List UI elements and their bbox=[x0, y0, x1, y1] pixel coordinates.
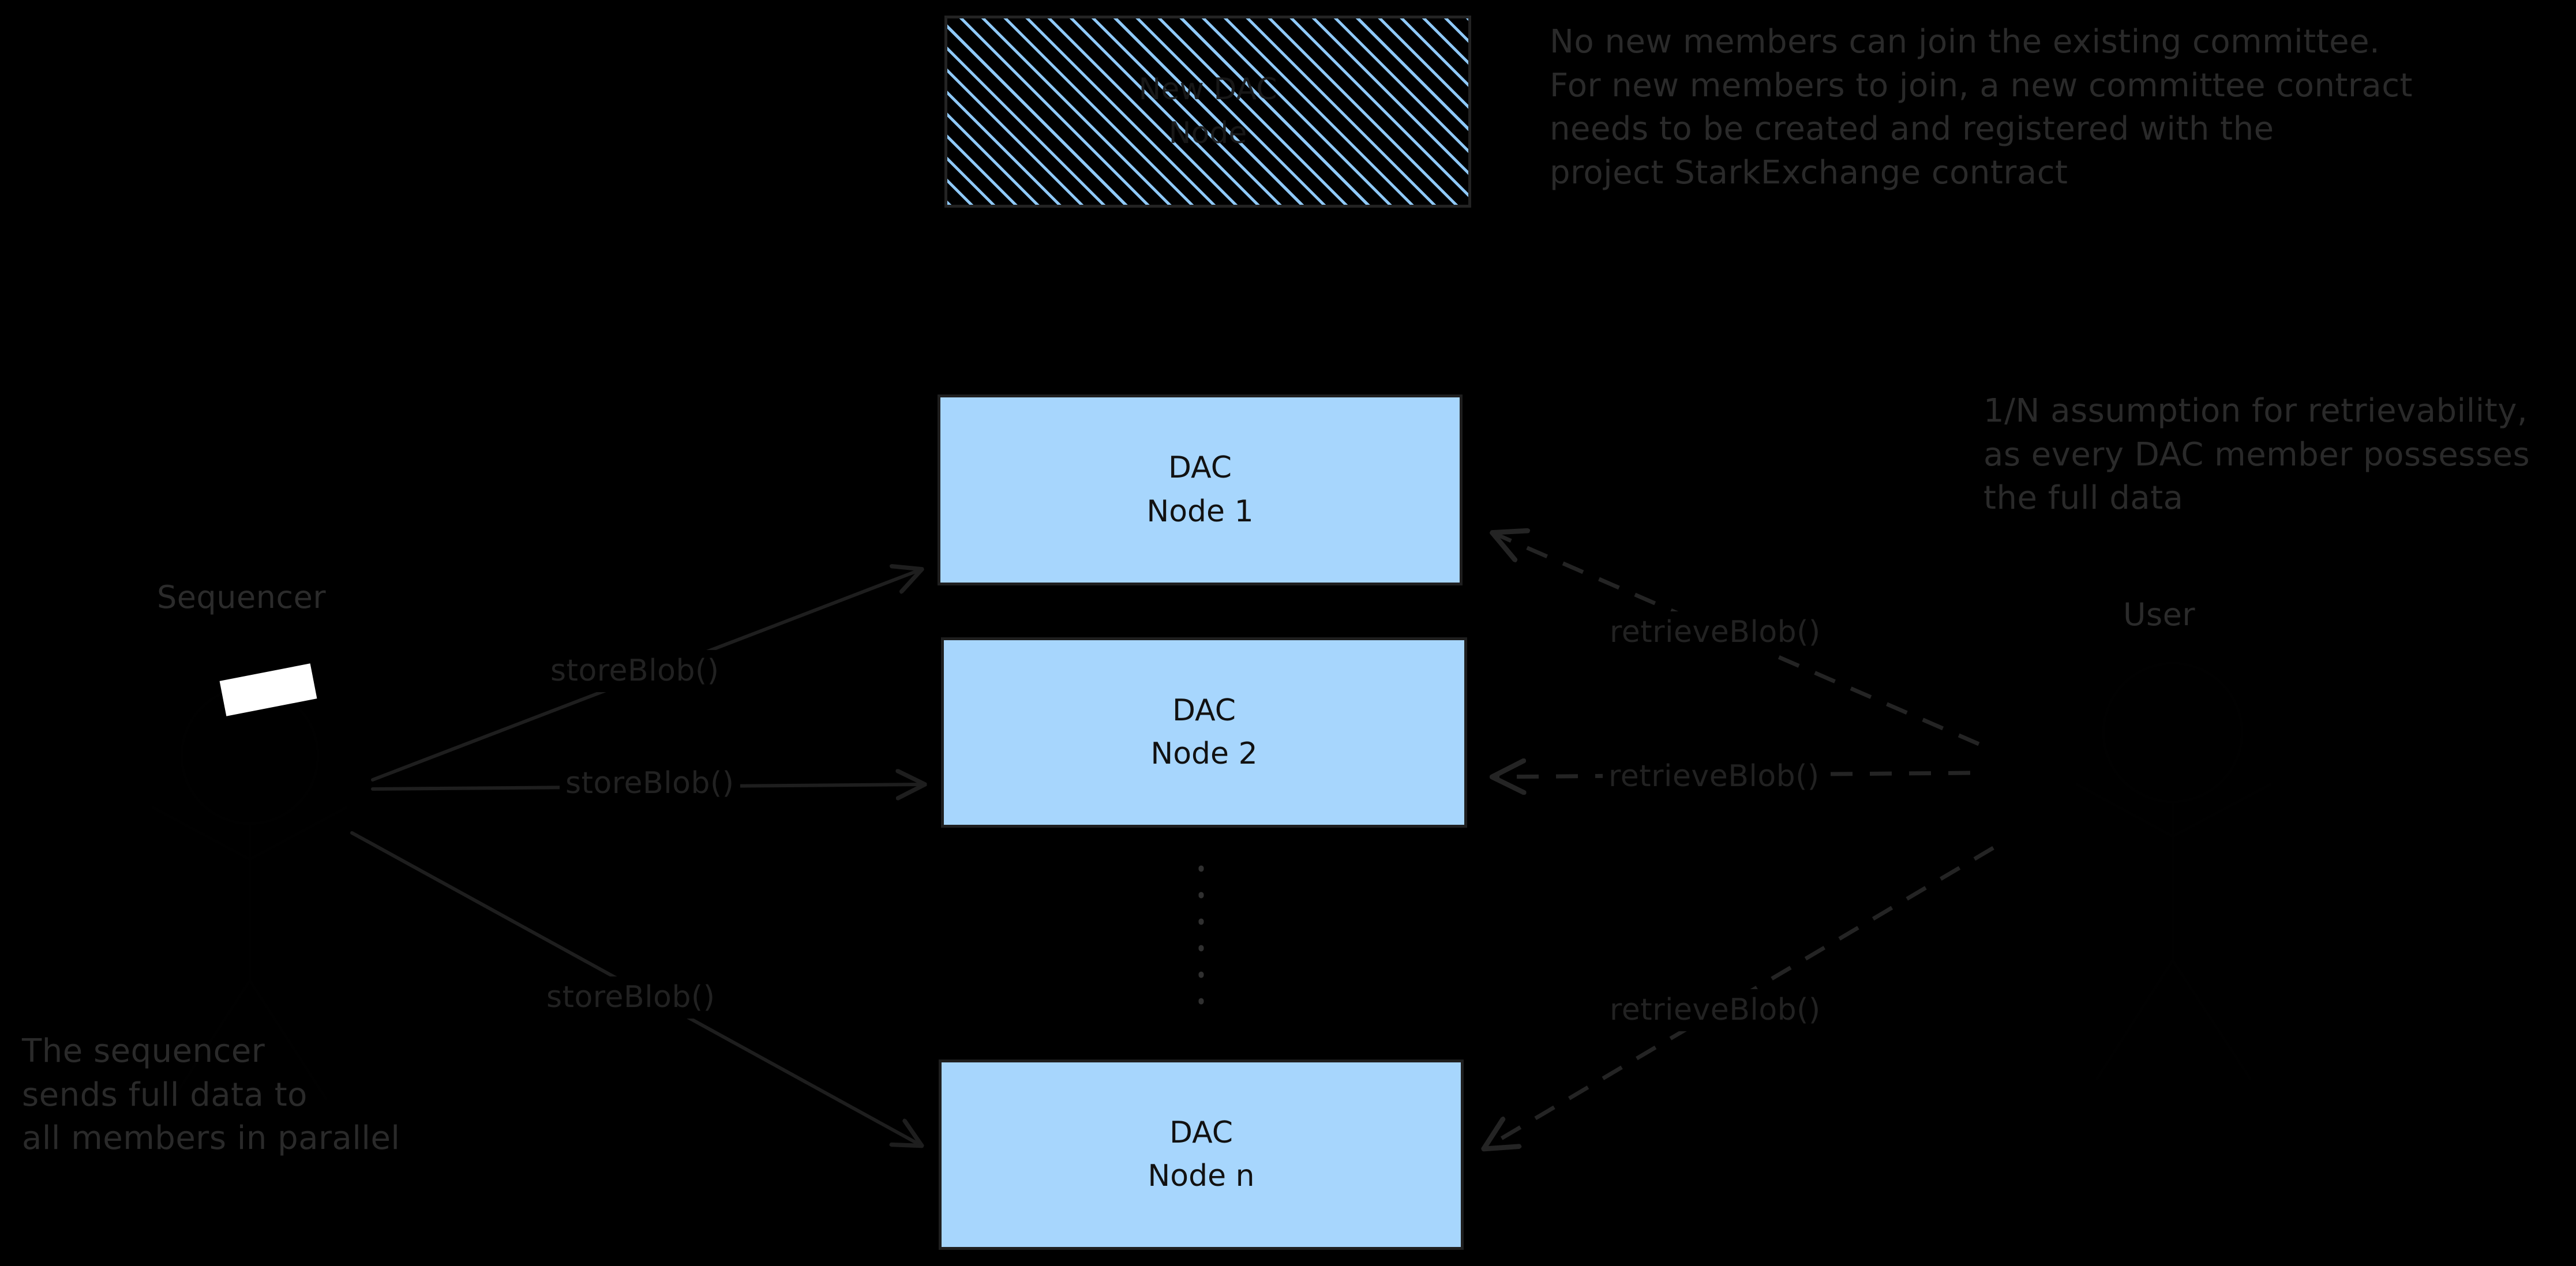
node-label-line2: Node 2 bbox=[1150, 737, 1258, 771]
edge-label-retrieve-blob-noden: retrieveBlob() bbox=[1604, 989, 1827, 1031]
annotation-retrievability-note: 1/N assumption for retrievability, as ev… bbox=[1983, 392, 2530, 517]
node-label-dac-node-1: DAC Node 1 bbox=[1146, 446, 1253, 534]
edge-label-store-blob-node2: storeBlob() bbox=[560, 762, 740, 805]
node-label-line1: New DAC bbox=[1138, 72, 1277, 107]
node-box-dac-node-1[interactable]: DAC Node 1 bbox=[938, 395, 1463, 585]
annotation-sequencer-note: The sequencer sends full data to all mem… bbox=[22, 1032, 400, 1158]
node-label-dac-node-n: DAC Node n bbox=[1148, 1111, 1254, 1199]
sequencer-label: Sequencer bbox=[157, 579, 327, 615]
node-label-line1: DAC bbox=[1169, 1115, 1233, 1150]
node-label-line1: DAC bbox=[1168, 450, 1232, 486]
node-box-dac-node-2[interactable]: DAC Node 2 bbox=[941, 637, 1467, 828]
user-figure-icon bbox=[2075, 662, 2272, 1080]
node-label-line2: Node n bbox=[1148, 1159, 1255, 1193]
user-label: User bbox=[2123, 596, 2196, 633]
node-label-line1: DAC bbox=[1172, 693, 1236, 728]
node-label-line2: Node bbox=[1168, 115, 1247, 151]
node-box-dac-node-n[interactable]: DAC Node n bbox=[939, 1060, 1464, 1250]
node-label-line2: Node 1 bbox=[1146, 494, 1254, 529]
node-label-new-dac-node: New DAC Node bbox=[1138, 68, 1277, 155]
edge-label-retrieve-blob-node1: retrieveBlob() bbox=[1604, 611, 1827, 653]
node-label-dac-node-2: DAC Node 2 bbox=[1150, 689, 1257, 776]
sequencer-white-card bbox=[219, 663, 317, 716]
annotation-committee-note: No new members can join the existing com… bbox=[1550, 23, 2413, 191]
edge-label-retrieve-blob-node2: retrieveBlob() bbox=[1603, 756, 1825, 798]
edge-label-store-blob-node1: storeBlob() bbox=[545, 650, 725, 692]
node-box-new-dac-node[interactable]: New DAC Node bbox=[944, 16, 1471, 208]
edge-label-store-blob-noden: storeBlob() bbox=[541, 976, 721, 1019]
